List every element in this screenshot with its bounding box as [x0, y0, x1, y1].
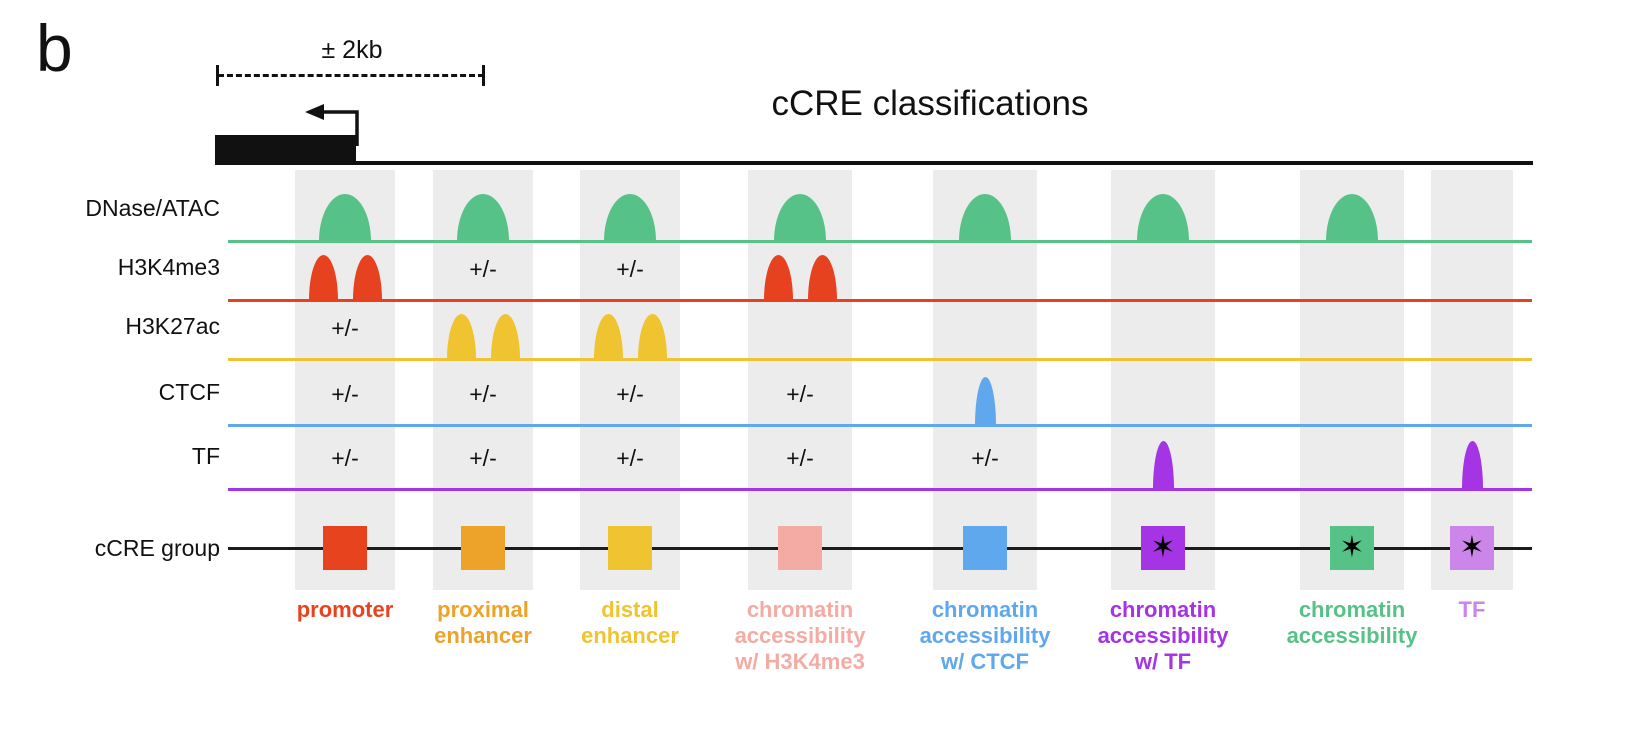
star-icon: ✶ — [1150, 531, 1176, 564]
track-label: cCRE group — [94, 535, 220, 561]
ccre-box — [608, 526, 652, 570]
plus-minus-marker: +/- — [786, 381, 814, 407]
column-label-line: promoter — [296, 597, 394, 622]
column-label-line: accessibility — [919, 623, 1051, 648]
column-label-line: w/ TF — [1134, 649, 1192, 674]
star-icon: ✶ — [1459, 531, 1485, 564]
scale-label: ± 2kb — [321, 36, 383, 64]
star-icon: ✶ — [1339, 531, 1365, 564]
track-baseline — [228, 240, 1532, 243]
ccre-box: ✶ — [1450, 526, 1494, 570]
ccre-box — [461, 526, 505, 570]
column-label: promoter — [235, 597, 455, 623]
ctcf-peak — [974, 377, 996, 425]
track-baseline — [228, 424, 1532, 427]
track-label: H3K27ac — [125, 313, 220, 339]
plus-minus-marker: +/- — [469, 445, 497, 471]
track-label: CTCF — [158, 379, 220, 405]
column-label-line: accessibility — [1286, 623, 1418, 648]
scale-dashed-line — [218, 74, 484, 77]
tf-peak — [1152, 441, 1174, 489]
column-label-line: chromatin — [931, 597, 1039, 622]
plus-minus-marker: +/- — [616, 256, 644, 282]
plus-minus-marker: +/- — [331, 445, 359, 471]
column-label-line: distal — [601, 597, 659, 622]
figure-title: cCRE classifications — [771, 84, 1089, 123]
panel-letter: b — [36, 11, 73, 85]
column-label-line: enhancer — [581, 623, 679, 648]
ccre-box — [963, 526, 1007, 570]
ccre-box: ✶ — [1330, 526, 1374, 570]
tss-arrow-icon — [305, 104, 359, 146]
scale-tick-left — [216, 65, 219, 86]
plus-minus-marker: +/- — [786, 445, 814, 471]
ccre-box — [323, 526, 367, 570]
column-label-line: w/ CTCF — [941, 649, 1029, 674]
column-label-line: chromatin — [1298, 597, 1406, 622]
ccre-box: ✶ — [1141, 526, 1185, 570]
plus-minus-marker: +/- — [616, 381, 644, 407]
track-label: TF — [191, 443, 220, 469]
column-label-line: enhancer — [434, 623, 532, 648]
column-label-line: proximal — [437, 597, 529, 622]
track-label: H3K4me3 — [117, 254, 220, 280]
plus-minus-marker: +/- — [331, 381, 359, 407]
tf-peak — [1461, 441, 1483, 489]
column-label: TF — [1362, 597, 1582, 623]
plus-minus-marker: +/- — [469, 381, 497, 407]
genome-line — [215, 161, 1533, 165]
column-label-line: chromatin — [1109, 597, 1217, 622]
column-label-line: w/ H3K4me3 — [735, 649, 865, 674]
ccre-box — [778, 526, 822, 570]
column-label-line: chromatin — [746, 597, 854, 622]
plus-minus-marker: +/- — [971, 445, 999, 471]
plus-minus-marker: +/- — [616, 445, 644, 471]
column-label-line: accessibility — [734, 623, 866, 648]
scale-tick-right — [482, 65, 485, 86]
track-baseline — [228, 488, 1532, 491]
track-baseline — [228, 547, 1532, 550]
track-baseline — [228, 299, 1532, 302]
track-baseline — [228, 358, 1532, 361]
gene-body — [215, 135, 356, 163]
plus-minus-marker: +/- — [331, 315, 359, 341]
track-label: DNase/ATAC — [85, 195, 220, 221]
plus-minus-marker: +/- — [469, 256, 497, 282]
column-label-line: accessibility — [1097, 623, 1229, 648]
column-label-line: TF — [1458, 597, 1486, 622]
